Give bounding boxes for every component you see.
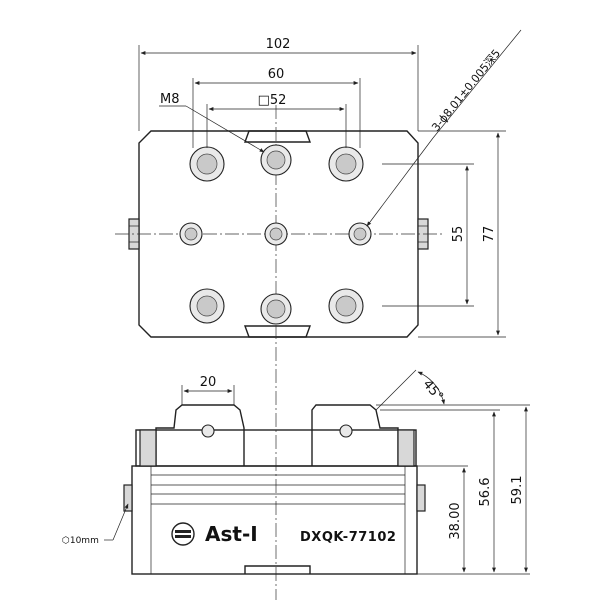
right-jaw-block bbox=[397, 429, 415, 467]
left-side-screw bbox=[123, 484, 133, 512]
dimension-45-label: 45° bbox=[420, 377, 446, 404]
thread-label: M8 bbox=[160, 92, 180, 107]
hole-mid-right bbox=[348, 222, 372, 246]
top-slot bbox=[244, 130, 311, 143]
dimension-height-inner: 55 bbox=[382, 163, 474, 307]
dimension-20-label: 20 bbox=[200, 375, 217, 390]
dimension-38-label: 38.00 bbox=[448, 502, 463, 539]
top-view-body bbox=[138, 130, 419, 338]
left-jaw bbox=[155, 404, 245, 466]
hole-mid-left bbox=[179, 222, 203, 246]
base-bottom-slot bbox=[244, 565, 311, 574]
dimension-59-1-label: 59.1 bbox=[510, 476, 525, 505]
dimension-square: □52 bbox=[206, 93, 347, 148]
dimension-60-label: 60 bbox=[268, 67, 285, 82]
brand-logo bbox=[171, 522, 195, 546]
vise-base bbox=[131, 465, 418, 575]
logo-icon bbox=[171, 522, 195, 546]
vise-body bbox=[135, 429, 417, 467]
model-number: DXQK-77102 bbox=[300, 530, 396, 545]
brand-name: Ast-I bbox=[205, 522, 258, 546]
right-jaw bbox=[311, 404, 399, 466]
hex-label: ⬡10mm bbox=[62, 536, 99, 546]
hole-bottom-right bbox=[328, 288, 364, 324]
thread-callout: M8 bbox=[159, 92, 265, 153]
hole-mid-center bbox=[264, 222, 288, 246]
hole-bottom-left bbox=[189, 288, 225, 324]
dimension-jaw-width: 20 bbox=[181, 375, 235, 405]
dimension-38: 38.00 bbox=[448, 467, 466, 573]
hole-bottom-center bbox=[260, 293, 292, 325]
hex-callout: ⬡10mm bbox=[62, 503, 129, 546]
dimension-angle: 45° bbox=[375, 369, 446, 411]
right-jaw-hole bbox=[339, 424, 353, 438]
bottom-slot bbox=[244, 325, 311, 338]
dimension-102-label: 102 bbox=[266, 37, 291, 52]
dimension-hole-spacing: 60 bbox=[192, 67, 361, 148]
dimension-height-outer: 77 bbox=[418, 130, 506, 338]
left-jaw-hole bbox=[201, 424, 215, 438]
pin-hole-label: 3-ϕ8.01±0.005深5 bbox=[429, 47, 503, 134]
dimension-56-6-label: 56.6 bbox=[478, 478, 493, 507]
dimension-59-1: 59.1 bbox=[510, 406, 528, 573]
left-jaw-block bbox=[139, 429, 157, 467]
dimension-56-6: 56.6 bbox=[478, 411, 496, 573]
hole-top-center bbox=[260, 144, 292, 176]
right-side-screw bbox=[416, 484, 426, 512]
side-view: Ast-I DXQK-77102 20 45° 38.00 56.6 bbox=[62, 369, 530, 575]
dimension-52-label: □52 bbox=[258, 93, 287, 108]
dimension-77-label: 77 bbox=[482, 226, 497, 243]
hole-top-right bbox=[328, 146, 364, 182]
dimension-55-label: 55 bbox=[451, 226, 466, 243]
hole-top-left bbox=[189, 146, 225, 182]
dimension-overall-width: 102 bbox=[138, 37, 419, 131]
